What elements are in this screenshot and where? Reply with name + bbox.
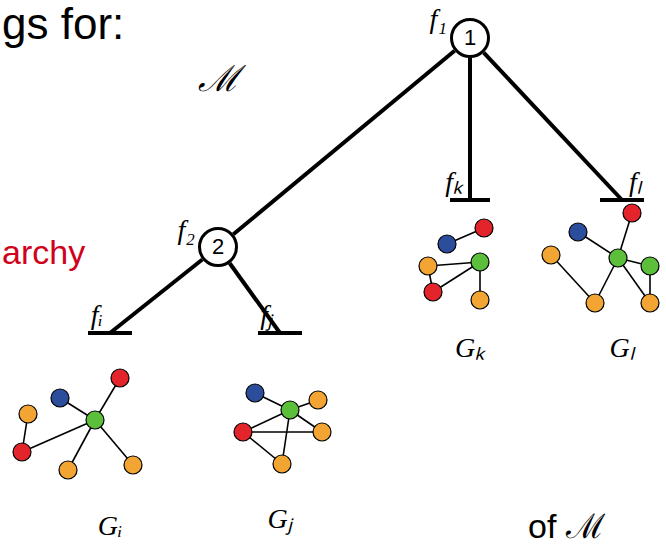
leaf-terminal: fⱼGⱼ — [240, 333, 320, 533]
function-label: fⱼ — [260, 301, 273, 329]
model-symbol: ℳ — [198, 60, 240, 100]
function-label: f₂ — [177, 216, 195, 244]
leaf-terminal: fₗGₗ — [582, 200, 662, 362]
terminal-bar — [450, 198, 490, 202]
tree-node-circle: 2f₂ — [198, 227, 238, 267]
terminal-bar — [600, 198, 644, 202]
terminal-bar — [88, 331, 132, 335]
function-label: fᵢ — [91, 301, 103, 329]
slide-text: gs for: — [2, 0, 124, 48]
graph-label: Gᵢ — [70, 512, 150, 540]
function-label: fₖ — [445, 168, 463, 196]
tree-edge — [110, 259, 202, 333]
function-label: fₗ — [629, 168, 642, 196]
graph-label: Gₗ — [582, 334, 662, 362]
leaf-terminal: fₖGₖ — [430, 200, 510, 362]
tree-edge — [468, 58, 472, 200]
tree-edge — [230, 263, 280, 333]
tree-edge — [484, 53, 622, 200]
function-label: f₁ — [429, 5, 447, 33]
node-number: 1 — [464, 27, 476, 49]
leaf-terminal: fᵢGᵢ — [70, 333, 150, 540]
graph-label: Gⱼ — [240, 505, 320, 533]
slide-text: of ℳ — [528, 508, 605, 545]
graph-vertices — [13, 204, 659, 479]
node-number: 2 — [212, 236, 224, 258]
tree-edge — [233, 51, 454, 234]
tree-node-circle: 1f₁ — [450, 18, 490, 58]
graph-edges — [22, 213, 650, 470]
terminal-bar — [258, 331, 302, 335]
graph-label: Gₖ — [430, 334, 510, 362]
slide-text: archy — [2, 234, 85, 271]
